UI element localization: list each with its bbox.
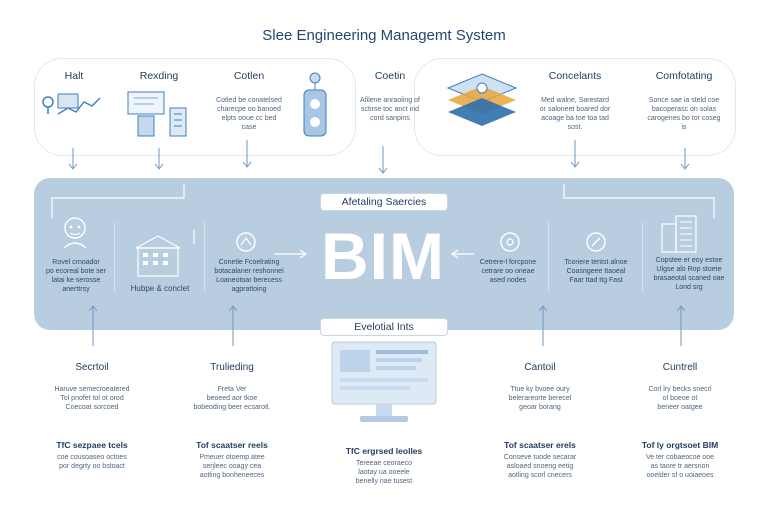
top-col-comfotating: Comfotating Sonce sae ia steld coe bacop… xyxy=(636,70,732,132)
arrow-down xyxy=(680,148,690,170)
office-building-icon xyxy=(135,235,181,277)
bottom-col-subtext: Ve ter cobaeocoe ooe as taore tr aersnon… xyxy=(645,454,715,479)
band-divider xyxy=(114,222,115,292)
arrow-up xyxy=(676,305,686,346)
bottom-col-subheading: Tof scaatser reels xyxy=(196,440,268,450)
bottom-col-subheading: TfC sezpaee tcels xyxy=(56,440,128,450)
bottom-col-subheading: Tof ly orgtsoet BIM xyxy=(641,440,719,450)
bottom-col-cuntrell: Cuntrell Corl lry becks snecrl ol boeoe … xyxy=(626,362,734,480)
arrow-down xyxy=(570,140,580,168)
bottom-col-subtext: Conseve tuode secarar asloaed snoeng eet… xyxy=(503,454,577,479)
band-arrows xyxy=(51,184,715,259)
top-col-text: Sonce sae ia steld coe bacoperasc on sol… xyxy=(647,97,721,131)
page-title: Slee Engineering Managemt System xyxy=(262,27,506,44)
bottom-col-heading: Cantoil xyxy=(524,362,556,373)
worker-head-icon xyxy=(63,217,87,249)
band-item-text: Rovel crnoador po ecoreal bote ser latai… xyxy=(46,259,106,293)
bottom-center-pill: Evelotial Ints xyxy=(320,318,448,336)
top-col-heading: Comfotating xyxy=(655,70,713,82)
bottom-col-heading: Cuntrell xyxy=(662,362,698,373)
bottom-col-secrtoil: Secrtoil Haruve semecroeatered Tol pnofe… xyxy=(40,362,144,471)
top-frame-left xyxy=(34,58,356,156)
band-item-text: Tcoriere tentst alnoe Coasngeee ttaoeal … xyxy=(564,259,628,284)
building-blueprint-icon xyxy=(127,91,187,137)
traffic-signal-icon xyxy=(303,72,327,137)
bottom-col-subheading: TfC ergrsed leolles xyxy=(345,446,423,456)
band-divider xyxy=(204,222,205,292)
band-divider xyxy=(642,222,643,292)
top-col-heading: Rexding xyxy=(139,70,179,82)
bottom-col-subtext: Tereeae ceoraeco laotay ua ooeele benell… xyxy=(355,460,413,485)
top-col-text: Cotled be conatelsed charecpe oo banoed … xyxy=(216,97,282,131)
top-col-heading: Cotlen xyxy=(233,70,265,82)
gear-icon xyxy=(586,232,606,252)
arrow-down xyxy=(154,148,164,170)
top-col-halt: Halt xyxy=(36,70,112,82)
top-col-text: Afilene anraoling of sctirse toc anct in… xyxy=(360,97,420,122)
arrow-up xyxy=(88,305,98,346)
top-col-coetin: Coetin Afilene anraoling of sctirse toc … xyxy=(344,70,436,123)
bottom-col-cantoil: Cantoil Ttue ky bvoee oury belerareorte … xyxy=(488,362,592,480)
bottom-col-text: Ttue ky bvoee oury belerareorte berecel … xyxy=(508,386,572,411)
top-col-heading: Coetin xyxy=(374,70,406,82)
top-col-heading: Halt xyxy=(64,70,84,82)
monitor-icon xyxy=(331,341,437,422)
bottom-col-center: TfC ergrsed leolles Tereeae ceoraeco lao… xyxy=(330,446,438,486)
band-divider xyxy=(548,222,549,292)
bottom-col-subtext: coe cousoaseo octoes por degrty oo bstoa… xyxy=(57,454,127,470)
gear-icon xyxy=(236,232,256,252)
arrow-up xyxy=(228,305,238,346)
bottom-col-trulieding: Trulieding Freta Ver beoeed aor tkoe bob… xyxy=(180,362,284,480)
arrow-up xyxy=(538,305,548,346)
office-building-icon xyxy=(661,215,697,253)
top-col-text: Med walne, Sarestard or saloneet boared … xyxy=(539,97,611,131)
bottom-col-text: Haruve semecroeatered Tol pnofet tol ot … xyxy=(54,386,130,411)
band-item-text: Conetle Fcoelrating botacalaner reshonne… xyxy=(214,259,284,293)
layered-model-icon xyxy=(446,73,518,126)
bottom-col-subheading: Tof scaatser erels xyxy=(504,440,576,450)
band-item-text: Copstee er eoy estoe Ulgse alo Rop stoet… xyxy=(653,257,725,291)
top-col-concelants: Concelants Med walne, Sarestard or salon… xyxy=(530,70,620,132)
bottom-col-text: Freta Ver beoeed aor tkoe bobeoding beer… xyxy=(193,386,271,411)
top-col-cotlen: Cotlen Cotled be conatelsed charecpe oo … xyxy=(206,70,292,132)
top-col-rexding: Rexding xyxy=(116,70,202,82)
bottom-col-subtext: Pmeuer otoemp atee serjleec ooagy cea ao… xyxy=(199,454,265,479)
arrow-down xyxy=(68,148,78,170)
band-item-text: Cetrere-l forcpone cetrare oo oneae ased… xyxy=(479,259,537,284)
arrow-down xyxy=(242,140,252,168)
gear-icon xyxy=(500,232,520,252)
arrow-down xyxy=(378,146,388,174)
bim-label: BIM xyxy=(321,219,445,293)
band-item-text: Hubpe & conclet xyxy=(130,284,190,293)
sensor-chart-icon xyxy=(42,93,101,115)
top-center-pill: Afetaling Saercies xyxy=(320,193,448,211)
top-col-heading: Concelants xyxy=(548,70,602,82)
bottom-col-text: Corl lry becks snecrl ol boeoe ot beneer… xyxy=(648,386,712,411)
bottom-col-heading: Secrtoil xyxy=(75,362,109,373)
bottom-col-heading: Trulieding xyxy=(210,362,254,373)
